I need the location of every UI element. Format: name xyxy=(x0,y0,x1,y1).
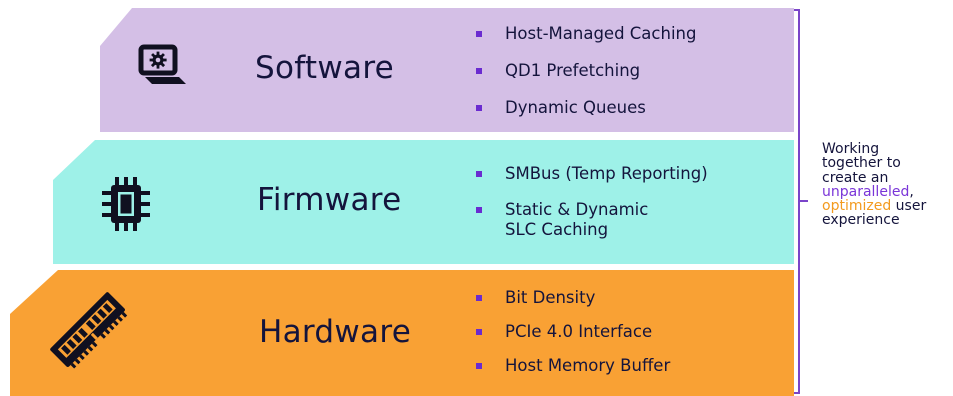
note-line: unparalleled, xyxy=(822,185,953,199)
bracket-pointer xyxy=(798,200,808,202)
bullet-text: Host-Managed Caching xyxy=(505,24,697,43)
memory-stick-icon xyxy=(50,292,128,369)
bullet-marker xyxy=(476,171,482,177)
list-item: PCIe 4.0 Interface xyxy=(472,322,670,342)
bullet-marker xyxy=(476,31,482,37)
firmware-bullet-list: SMBus (Temp Reporting) Static & Dynamic … xyxy=(472,164,708,240)
note-text: user xyxy=(891,198,927,215)
list-item: SMBus (Temp Reporting) xyxy=(472,164,708,184)
firmware-layer xyxy=(53,140,794,264)
hardware-title: Hardware xyxy=(259,314,412,350)
list-item: Host-Managed Caching xyxy=(472,24,696,44)
note-line: experience xyxy=(822,212,900,229)
software-title: Software xyxy=(255,50,395,86)
firmware-title: Firmware xyxy=(257,182,402,218)
note-line: together to xyxy=(822,155,901,172)
bullet-marker xyxy=(476,68,482,74)
bullet-text: Static & Dynamic xyxy=(505,200,649,219)
bullet-text-continued: SLC Caching xyxy=(505,220,609,239)
note-highlight-purple: unparalleled xyxy=(822,183,910,200)
chip-icon xyxy=(102,177,150,231)
bullet-text: PCIe 4.0 Interface xyxy=(505,322,653,341)
bullet-marker xyxy=(476,363,482,369)
side-note: Working together to create an unparallel… xyxy=(822,142,953,228)
bullet-text: Host Memory Buffer xyxy=(505,356,671,375)
bullet-marker xyxy=(476,105,482,111)
list-item: Static & Dynamic SLC Caching xyxy=(472,200,708,240)
note-line: Working xyxy=(822,141,880,157)
software-layer xyxy=(100,8,794,132)
note-line: create an xyxy=(822,169,889,186)
bullet-text: QD1 Prefetching xyxy=(505,61,641,80)
bullet-text: Dynamic Queues xyxy=(505,98,646,117)
bullet-marker xyxy=(476,207,482,213)
bullet-text: SMBus (Temp Reporting) xyxy=(505,164,708,183)
hardware-bullet-list: Bit Density PCIe 4.0 Interface Host Memo… xyxy=(472,288,670,376)
hardware-layer xyxy=(10,270,794,396)
list-item: Dynamic Queues xyxy=(472,98,696,118)
list-item: Host Memory Buffer xyxy=(472,356,670,376)
note-line: optimized user xyxy=(822,199,953,213)
laptop-gear-icon xyxy=(138,44,186,84)
list-item: QD1 Prefetching xyxy=(472,61,696,81)
software-bullet-list: Host-Managed Caching QD1 Prefetching Dyn… xyxy=(472,24,696,118)
bullet-marker xyxy=(476,295,482,301)
bullet-text: Bit Density xyxy=(505,288,596,307)
list-item: Bit Density xyxy=(472,288,670,308)
note-highlight-orange: optimized xyxy=(822,198,892,215)
bullet-marker xyxy=(476,329,482,335)
note-comma: , xyxy=(909,183,914,200)
